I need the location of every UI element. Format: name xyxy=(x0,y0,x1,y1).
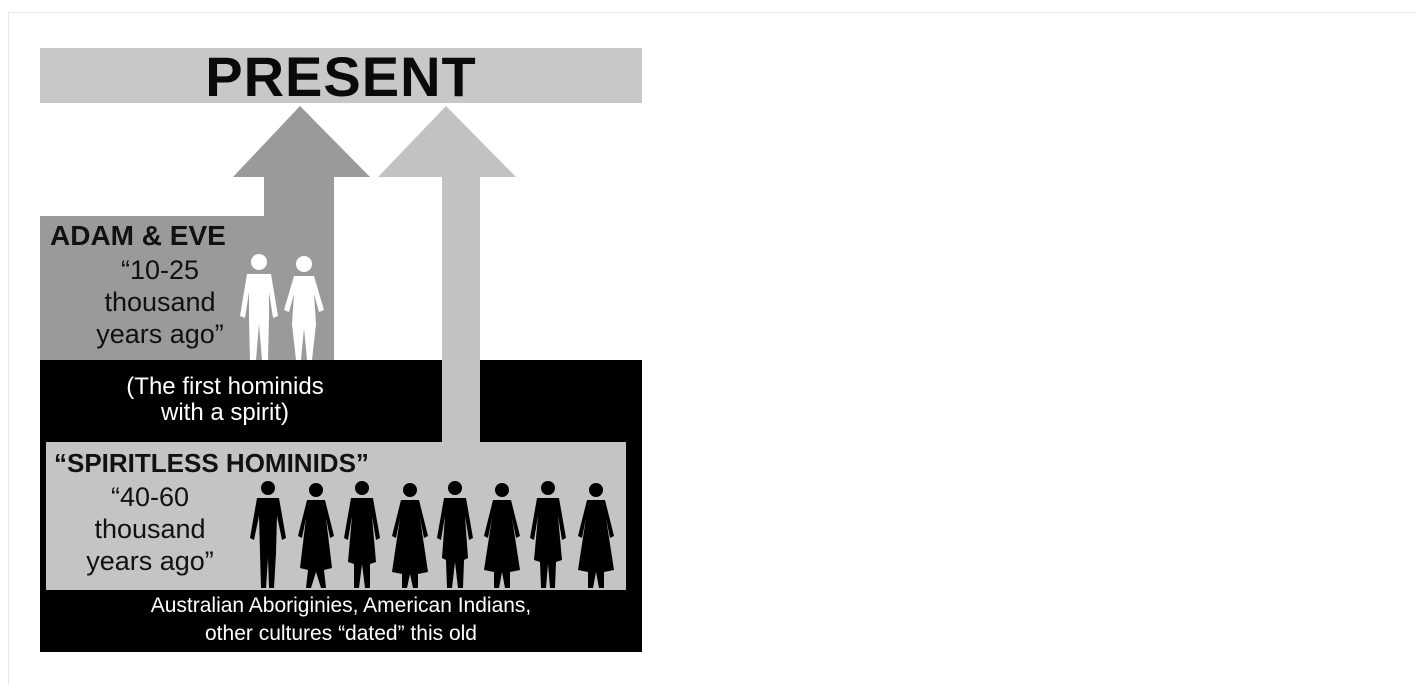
present-band xyxy=(40,48,642,103)
spiritless-date-line2: thousand xyxy=(94,514,206,544)
spiritless-date: “40-60 thousand years ago” xyxy=(60,481,240,577)
first-hominids-note-line1: (The first hominids xyxy=(126,373,324,400)
spiritless-date-line3: years ago” xyxy=(86,546,214,576)
eve-silhouette xyxy=(284,256,324,360)
frame-top-border xyxy=(8,12,1416,13)
cultures-caption-line2: other cultures “dated” this old xyxy=(205,622,477,645)
adam-eve-date-line3: years ago” xyxy=(96,319,224,349)
diagram-graphics xyxy=(40,48,642,652)
adam-eve-title: ADAM & EVE xyxy=(50,220,226,251)
silhouette-5 xyxy=(437,481,473,588)
first-hominids-note: (The first hominids with a spirit) xyxy=(60,374,390,426)
adam-eve-arrow xyxy=(40,106,370,360)
adam-eve-date-line1: “10-25 xyxy=(120,255,200,285)
adam-silhouette xyxy=(240,254,278,360)
present-label: PRESENT xyxy=(205,48,477,108)
spirit-arrow xyxy=(378,106,516,442)
hominid-timeline-diagram: PRESENT ADAM & EVE “10-25 thousand years… xyxy=(40,48,642,652)
cultures-caption: Australian Aboriginies, American Indians… xyxy=(40,592,642,648)
silhouette-3 xyxy=(344,481,380,588)
spiritless-date-line1: “40-60 xyxy=(110,482,190,512)
silhouette-4 xyxy=(392,483,428,588)
silhouette-7 xyxy=(530,481,566,588)
frame-left-border xyxy=(8,12,9,684)
adam-eve-date: “10-25 thousand years ago” xyxy=(60,254,260,350)
first-hominids-note-line2: with a spirit) xyxy=(160,399,290,426)
silhouette-2 xyxy=(298,483,334,588)
silhouette-6 xyxy=(484,483,520,588)
cultures-caption-line1: Australian Aboriginies, American Indians… xyxy=(150,594,532,617)
spiritless-box xyxy=(46,442,626,590)
silhouette-8 xyxy=(578,483,614,588)
spiritless-silhouettes xyxy=(250,481,614,588)
spiritless-title: “SPIRITLESS HOMINIDS” xyxy=(54,448,369,478)
adam-eve-date-line2: thousand xyxy=(104,287,216,317)
silhouette-1 xyxy=(250,481,286,588)
